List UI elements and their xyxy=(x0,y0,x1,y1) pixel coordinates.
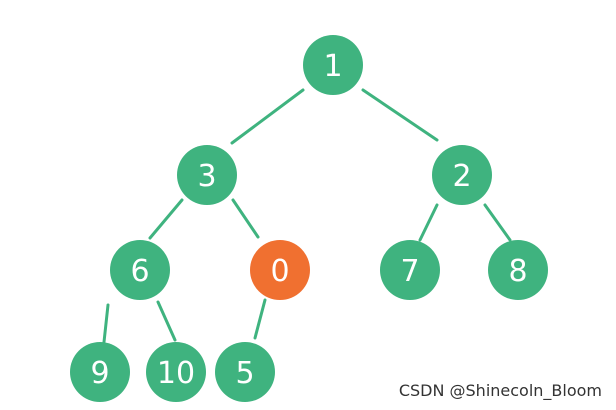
edge-0-5 xyxy=(253,298,267,340)
edge-3-6 xyxy=(148,198,184,240)
edge-6-10 xyxy=(156,300,177,342)
tree-node-label: 2 xyxy=(452,159,471,194)
tree-node-8: 8 xyxy=(488,240,548,300)
edge-3-0 xyxy=(231,198,260,239)
tree-node-3: 3 xyxy=(177,145,237,205)
edge-2-8 xyxy=(483,203,512,242)
tree-node-label: 8 xyxy=(508,254,527,289)
tree-node-label: 0 xyxy=(270,254,289,289)
edges xyxy=(102,88,512,344)
tree-node-label: 7 xyxy=(400,254,419,289)
tree-node-10: 10 xyxy=(146,342,206,402)
tree-node-label: 1 xyxy=(323,49,342,84)
tree-node-circle xyxy=(250,240,310,300)
edge-1-2 xyxy=(361,88,439,142)
edge-6-9 xyxy=(102,303,110,344)
tree-node-label: 5 xyxy=(235,356,254,391)
tree-node-0: 0 xyxy=(250,240,310,300)
tree-node-1: 1 xyxy=(303,35,363,95)
tree-node-circle xyxy=(488,240,548,300)
tree-node-circle xyxy=(146,342,206,402)
tree-node-circle xyxy=(177,145,237,205)
tree-node-6: 6 xyxy=(110,240,170,300)
watermark-text: CSDN @Shinecoln_Bloom xyxy=(398,381,602,400)
tree-node-label: 6 xyxy=(130,254,149,289)
nodes: 1 3 2 6 0 7 8 9 10 5 xyxy=(70,35,548,402)
tree-node-circle xyxy=(215,342,275,402)
tree-node-label: 3 xyxy=(197,159,216,194)
tree-node-5: 5 xyxy=(215,342,275,402)
tree-node-9: 9 xyxy=(70,342,130,402)
tree-node-label: 9 xyxy=(90,356,109,391)
tree-node-circle xyxy=(432,145,492,205)
tree-node-2: 2 xyxy=(432,145,492,205)
tree-node-circle xyxy=(110,240,170,300)
tree-node-7: 7 xyxy=(380,240,440,300)
tree-node-circle xyxy=(303,35,363,95)
tree-node-label: 10 xyxy=(157,356,195,391)
tree-node-circle xyxy=(70,342,130,402)
edge-1-3 xyxy=(230,88,305,145)
tree-node-circle xyxy=(380,240,440,300)
edge-2-7 xyxy=(418,203,439,242)
